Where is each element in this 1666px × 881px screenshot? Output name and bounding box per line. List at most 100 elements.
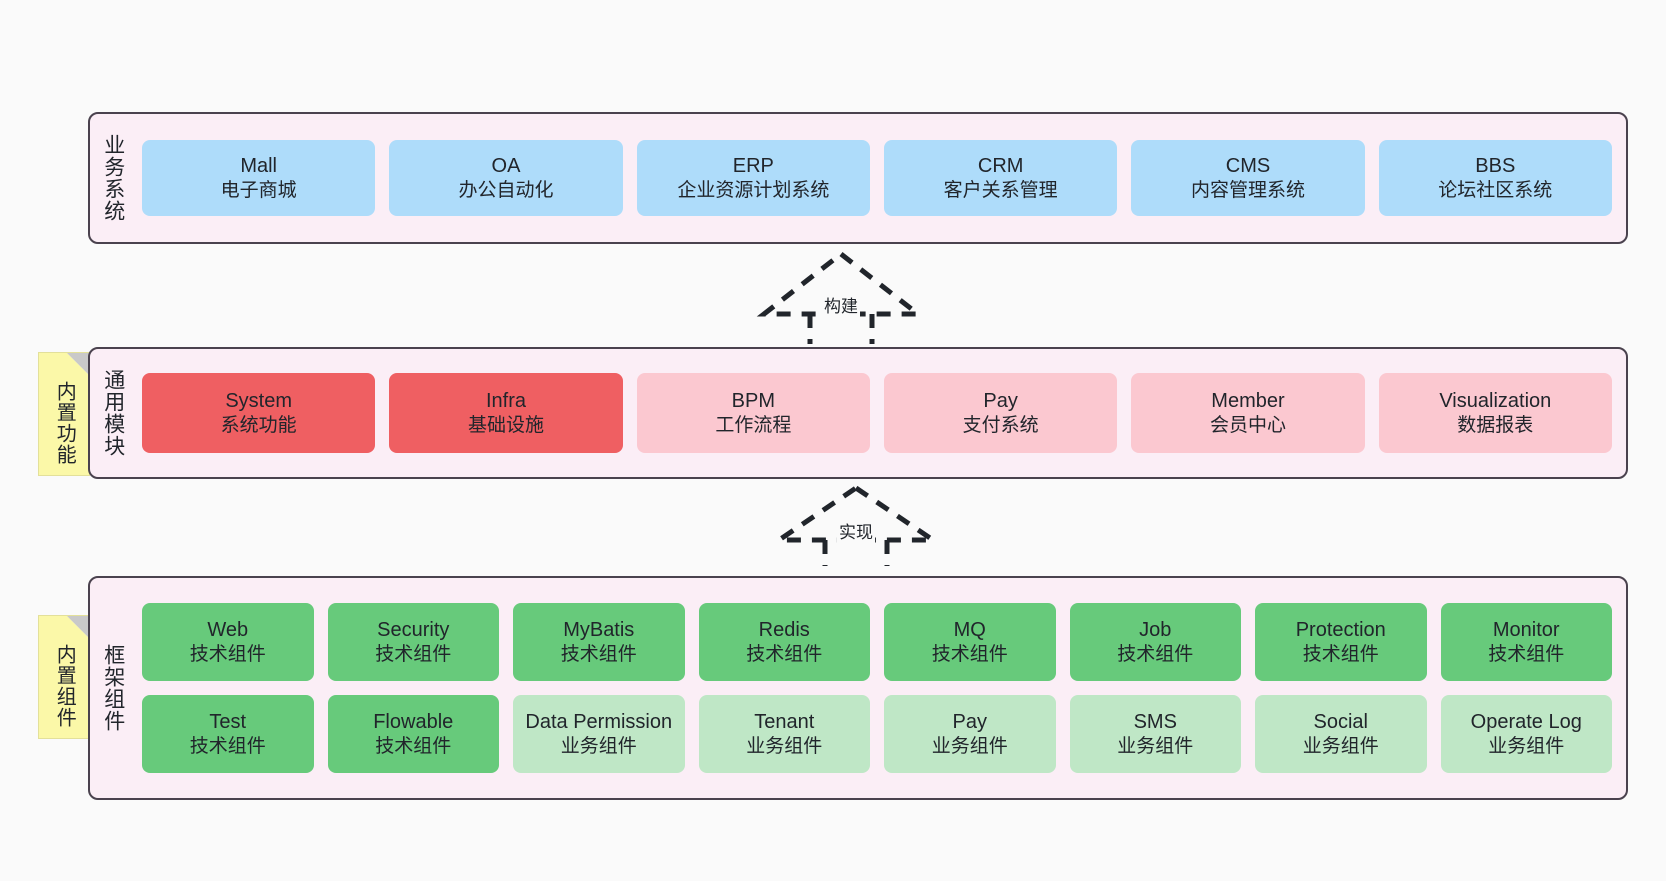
connector-build-label: 构建 [822, 292, 860, 317]
build-arrow-head [756, 250, 926, 317]
node-mall-cn: 电子商城 [220, 179, 297, 201]
layer-framework-components-title: 框架组件 [101, 644, 125, 732]
node-bpm-en: BPM [731, 390, 775, 413]
node-member[interactable]: Member 会员中心 [1131, 373, 1365, 453]
node-infra-cn: 基础设施 [467, 414, 544, 436]
node-crm[interactable]: CRM 客户关系管理 [883, 140, 1118, 216]
node-pay-component[interactable]: Pay 业务组件 [884, 695, 1056, 773]
node-operate-log-cn: 业务组件 [1488, 735, 1565, 757]
node-pay-component-cn: 业务组件 [931, 735, 1008, 757]
node-cms[interactable]: CMS 内容管理系统 [1131, 140, 1365, 216]
node-pay-module-en: Pay [983, 390, 1018, 413]
node-mq[interactable]: MQ 技术组件 [884, 603, 1056, 681]
node-job-en: Job [1139, 619, 1172, 642]
node-tenant-en: Tenant [754, 711, 815, 734]
node-social-cn: 业务组件 [1302, 735, 1379, 757]
node-web-cn: 技术组件 [189, 643, 266, 665]
node-flowable[interactable]: Flowable 技术组件 [327, 695, 499, 773]
node-oa[interactable]: OA 办公自动化 [389, 140, 623, 216]
node-data-permission[interactable]: Data Permission 业务组件 [513, 695, 685, 773]
node-operate-log[interactable]: Operate Log 业务组件 [1440, 695, 1612, 773]
sticky-note-builtin-components: 内置组件 [38, 615, 90, 739]
connector-build-arrow: 构建 [748, 250, 934, 344]
node-redis[interactable]: Redis 技术组件 [698, 603, 870, 681]
node-redis-cn: 技术组件 [746, 643, 823, 665]
node-visualization-en: Visualization [1439, 390, 1552, 413]
node-cms-cn: 内容管理系统 [1190, 179, 1305, 201]
node-tenant-cn: 业务组件 [746, 735, 823, 757]
node-bbs-cn: 论坛社区系统 [1438, 179, 1553, 201]
node-test-en: Test [209, 711, 247, 734]
node-data-permission-en: Data Permission [525, 711, 673, 734]
layer-business-systems-title: 业务系统 [101, 134, 125, 222]
node-flowable-en: Flowable [373, 711, 454, 734]
node-oa-cn: 办公自动化 [458, 179, 554, 201]
framework-node-row-2: Test 技术组件 Flowable 技术组件 Data Permission … [142, 695, 1612, 773]
sticky-note-builtin-features: 内置功能 [38, 352, 90, 476]
node-mq-cn: 技术组件 [931, 643, 1008, 665]
node-mybatis-en: MyBatis [563, 619, 635, 642]
node-web[interactable]: Web 技术组件 [142, 603, 314, 681]
node-pay-module[interactable]: Pay 支付系统 [883, 373, 1118, 453]
modules-node-row: System 系统功能 Infra 基础设施 BPM 工作流程 Pay 支付系统… [142, 373, 1612, 453]
layer-common-modules: 通用模块 System 系统功能 Infra 基础设施 BPM 工作流程 Pay… [88, 347, 1628, 479]
node-bpm-cn: 工作流程 [715, 414, 792, 436]
node-social-en: Social [1313, 711, 1368, 734]
layer-common-modules-title: 通用模块 [101, 369, 125, 457]
node-system[interactable]: System 系统功能 [142, 373, 376, 453]
node-member-en: Member [1211, 390, 1285, 413]
node-oa-en: OA [491, 155, 521, 178]
node-test-cn: 技术组件 [189, 735, 266, 757]
node-security-en: Security [377, 619, 450, 642]
node-bbs[interactable]: BBS 论坛社区系统 [1378, 140, 1612, 216]
node-crm-cn: 客户关系管理 [943, 179, 1058, 201]
node-sms[interactable]: SMS 业务组件 [1069, 695, 1241, 773]
node-bpm[interactable]: BPM 工作流程 [636, 373, 870, 453]
node-infra-en: Infra [485, 390, 526, 413]
node-social[interactable]: Social 业务组件 [1255, 695, 1427, 773]
node-job-cn: 技术组件 [1117, 643, 1194, 665]
node-mall-en: Mall [240, 155, 277, 178]
node-bbs-en: BBS [1475, 155, 1516, 178]
node-mybatis[interactable]: MyBatis 技术组件 [513, 603, 685, 681]
node-mybatis-cn: 技术组件 [560, 643, 637, 665]
connector-implement-label: 实现 [837, 518, 875, 543]
node-visualization-cn: 数据报表 [1457, 414, 1534, 436]
node-web-en: Web [207, 619, 249, 642]
node-erp[interactable]: ERP 企业资源计划系统 [636, 140, 870, 216]
node-protection-cn: 技术组件 [1302, 643, 1379, 665]
node-cms-en: CMS [1225, 155, 1271, 178]
node-test[interactable]: Test 技术组件 [142, 695, 314, 773]
framework-node-row-1: Web 技术组件 Security 技术组件 MyBatis 技术组件 Redi… [142, 603, 1612, 681]
node-data-permission-cn: 业务组件 [560, 735, 637, 757]
node-security[interactable]: Security 技术组件 [327, 603, 499, 681]
node-system-en: System [225, 390, 292, 413]
sticky-note-builtin-components-label: 内置组件 [53, 644, 76, 728]
node-job[interactable]: Job 技术组件 [1069, 603, 1241, 681]
node-redis-en: Redis [758, 619, 810, 642]
framework-node-grid: Web 技术组件 Security 技术组件 MyBatis 技术组件 Redi… [142, 603, 1612, 773]
node-protection-en: Protection [1295, 619, 1386, 642]
node-monitor-cn: 技术组件 [1488, 643, 1565, 665]
node-pay-component-en: Pay [952, 711, 987, 734]
node-infra[interactable]: Infra 基础设施 [389, 373, 623, 453]
node-system-cn: 系统功能 [220, 414, 297, 436]
node-pay-module-cn: 支付系统 [962, 414, 1039, 436]
node-member-cn: 会员中心 [1209, 414, 1286, 436]
node-sms-en: SMS [1133, 711, 1177, 734]
node-protection[interactable]: Protection 技术组件 [1255, 603, 1427, 681]
node-flowable-cn: 技术组件 [375, 735, 452, 757]
business-node-row: Mall 电子商城 OA 办公自动化 ERP 企业资源计划系统 CRM 客户关系… [142, 140, 1612, 216]
node-monitor[interactable]: Monitor 技术组件 [1440, 603, 1612, 681]
layer-business-systems-body: Mall 电子商城 OA 办公自动化 ERP 企业资源计划系统 CRM 客户关系… [136, 114, 1626, 242]
node-visualization[interactable]: Visualization 数据报表 [1378, 373, 1612, 453]
node-monitor-en: Monitor [1492, 619, 1560, 642]
layer-framework-components: 框架组件 Web 技术组件 Security 技术组件 MyBatis 技术组件 [88, 576, 1628, 800]
node-mq-en: MQ [953, 619, 986, 642]
node-mall[interactable]: Mall 电子商城 [142, 140, 376, 216]
node-crm-en: CRM [977, 155, 1024, 178]
node-tenant[interactable]: Tenant 业务组件 [698, 695, 870, 773]
layer-framework-components-body: Web 技术组件 Security 技术组件 MyBatis 技术组件 Redi… [136, 578, 1626, 798]
connector-implement-arrow: 实现 [763, 484, 949, 566]
